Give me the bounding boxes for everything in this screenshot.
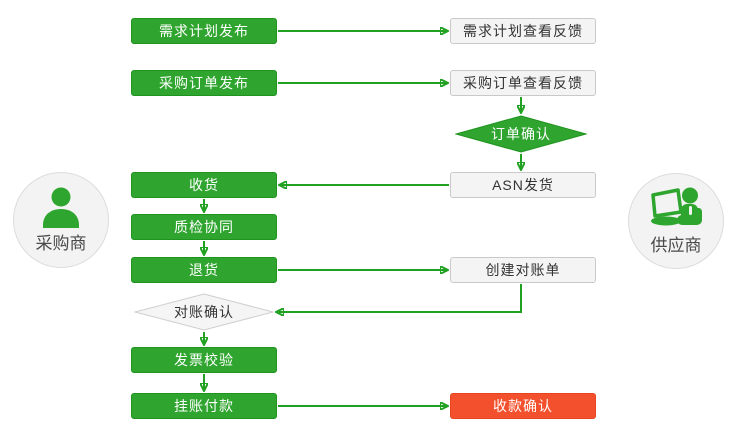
node-asn-shipment: ASN发货 xyxy=(450,172,596,198)
node-order-confirm-decision: 订单确认 xyxy=(455,115,587,153)
decision-label: 对账确认 xyxy=(174,304,234,320)
connector-statement-to-reconcile xyxy=(277,284,522,312)
node-quality-collab: 质检协同 xyxy=(131,214,277,240)
node-invoice-verify: 发票校验 xyxy=(131,347,277,373)
node-reconcile-confirm-decision: 对账确认 xyxy=(134,293,274,331)
node-demand-plan-feedback: 需求计划查看反馈 xyxy=(450,18,596,44)
node-receipt-confirm: 收款确认 xyxy=(450,393,596,419)
node-account-payment: 挂账付款 xyxy=(131,393,277,419)
node-po-publish: 采购订单发布 xyxy=(131,70,277,96)
diamond-shape xyxy=(455,115,587,153)
node-po-feedback: 采购订单查看反馈 xyxy=(450,70,596,96)
node-demand-plan-publish: 需求计划发布 xyxy=(131,18,277,44)
supplier-actor: 供应商 xyxy=(628,173,724,269)
node-return-goods: 退货 xyxy=(131,257,277,283)
buyer-actor: 采购商 xyxy=(13,172,109,268)
supplier-label: 供应商 xyxy=(650,236,702,255)
buyer-label: 采购商 xyxy=(35,234,87,253)
node-create-statement: 创建对账单 xyxy=(450,257,596,283)
person-laptop-icon xyxy=(651,187,702,226)
decision-label: 订单确认 xyxy=(491,126,551,142)
person-icon xyxy=(43,187,79,228)
node-receiving: 收货 xyxy=(131,172,277,198)
diamond-shape xyxy=(134,293,274,331)
